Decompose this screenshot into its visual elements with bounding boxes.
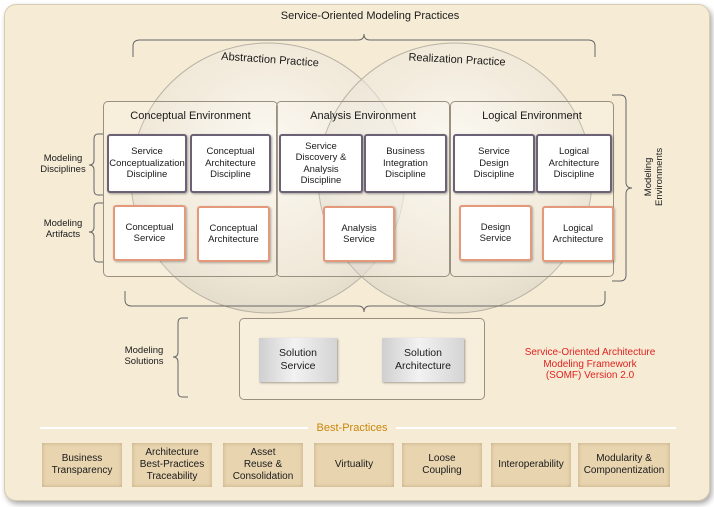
- logical-environment-title: Logical Environment: [482, 110, 582, 122]
- discipline-service-discovery-analysis[interactable]: Service Discovery & Analysis Discipline: [279, 134, 363, 193]
- modeling-solutions-label: Modeling Solutions: [124, 345, 164, 367]
- artifact-analysis-service[interactable]: Analysis Service: [323, 206, 395, 262]
- conceptual-environment-title: Conceptual Environment: [130, 110, 251, 122]
- modeling-disciplines-label: Modeling Disciplines: [40, 153, 86, 175]
- disciplines-left-brace: [88, 133, 104, 196]
- best-practice-business-transparency[interactable]: Business Transparency: [42, 443, 122, 487]
- top-brace: [132, 33, 596, 57]
- best-practice-architecture-traceability[interactable]: Architecture Best-Practices Traceability: [132, 443, 212, 487]
- artifact-conceptual-service[interactable]: Conceptual Service: [113, 205, 186, 261]
- best-practices-title: Best-Practices: [316, 422, 388, 434]
- modeling-environments-label: Modeling Environments: [643, 147, 665, 206]
- modeling-artifacts-label: Modeling Artifacts: [43, 218, 83, 240]
- framework-label: Service-Oriented Architecture Modeling F…: [524, 347, 656, 381]
- artifact-design-service[interactable]: Design Service: [459, 205, 532, 261]
- best-practice-virtuality[interactable]: Virtuality: [314, 443, 394, 487]
- artifact-conceptual-architecture[interactable]: Conceptual Architecture: [197, 206, 270, 262]
- artifacts-left-brace: [88, 202, 104, 263]
- discipline-business-integration[interactable]: Business Integration Discipline: [364, 134, 447, 193]
- discipline-service-conceptualization[interactable]: Service Conceptualization Discipline: [107, 134, 187, 193]
- artifact-logical-architecture[interactable]: Logical Architecture: [542, 206, 614, 262]
- discipline-service-design[interactable]: Service Design Discipline: [453, 134, 535, 193]
- environments-right-brace: [612, 94, 633, 282]
- best-practice-interoperability[interactable]: Interoperability: [491, 443, 571, 487]
- best-practice-modularity[interactable]: Modularity & Componentization: [578, 443, 670, 487]
- solutions-left-brace: [172, 317, 188, 398]
- best-practice-loose-coupling[interactable]: Loose Coupling: [402, 443, 482, 487]
- discipline-conceptual-architecture[interactable]: Conceptual Architecture Discipline: [190, 134, 271, 193]
- discipline-logical-architecture[interactable]: Logical Architecture Discipline: [536, 134, 612, 193]
- solution-service[interactable]: Solution Service: [259, 338, 337, 382]
- diagram-title: Service-Oriented Modeling Practices: [280, 10, 460, 22]
- analysis-environment-title: Analysis Environment: [310, 110, 416, 122]
- environments-bottom-brace: [124, 291, 606, 313]
- solution-architecture[interactable]: Solution Architecture: [382, 338, 464, 382]
- best-practice-asset-reuse[interactable]: Asset Reuse & Consolidation: [223, 443, 303, 487]
